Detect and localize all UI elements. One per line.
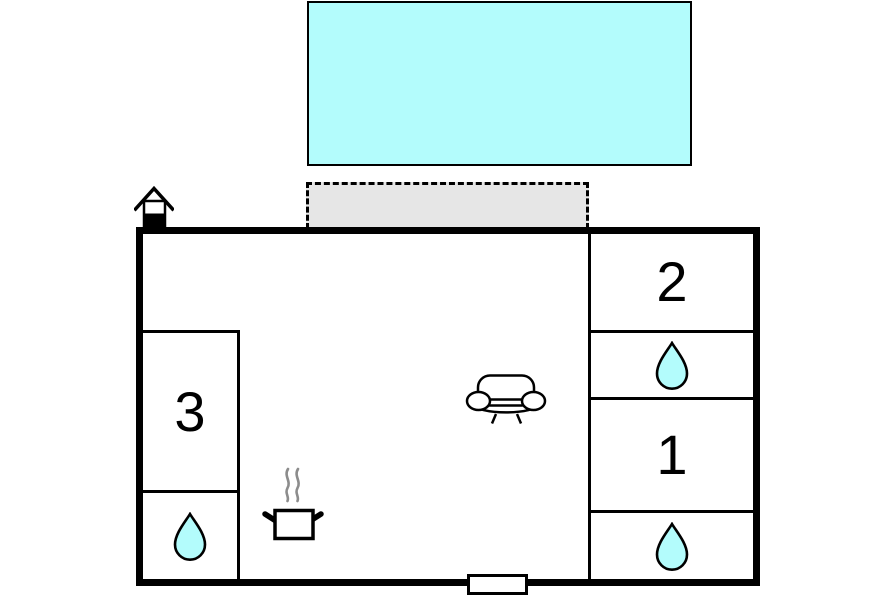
room-2: 2 xyxy=(591,234,753,330)
pool-area xyxy=(307,1,692,166)
wall-room3-divider xyxy=(143,490,237,493)
wall-room3-top xyxy=(143,330,240,333)
water-drop-icon xyxy=(655,340,689,390)
water-drop-icon xyxy=(173,511,207,561)
room-3: 3 xyxy=(143,333,237,490)
chimney-icon xyxy=(134,185,174,229)
bathroom-room2 xyxy=(591,333,753,397)
building-outline: 3 2 1 xyxy=(136,227,760,586)
bathroom-room1 xyxy=(591,513,753,579)
sofa-icon xyxy=(465,373,547,425)
room-1-label: 1 xyxy=(656,423,688,486)
wall-room3-right xyxy=(237,330,240,579)
steam-icon xyxy=(285,467,300,503)
wall-bath2-divider xyxy=(591,397,753,400)
wall-room1-divider xyxy=(591,510,753,513)
room-3-label: 3 xyxy=(174,379,206,443)
entrance-door xyxy=(467,574,528,595)
cooking-pot-icon xyxy=(261,467,325,543)
bathroom-room3 xyxy=(143,493,237,579)
room-1: 1 xyxy=(591,400,753,510)
covered-terrace xyxy=(306,182,589,229)
wall-right-column xyxy=(588,234,591,579)
room-2-label: 2 xyxy=(656,250,688,313)
wall-room2-divider xyxy=(591,330,753,333)
water-drop-icon xyxy=(655,521,689,571)
